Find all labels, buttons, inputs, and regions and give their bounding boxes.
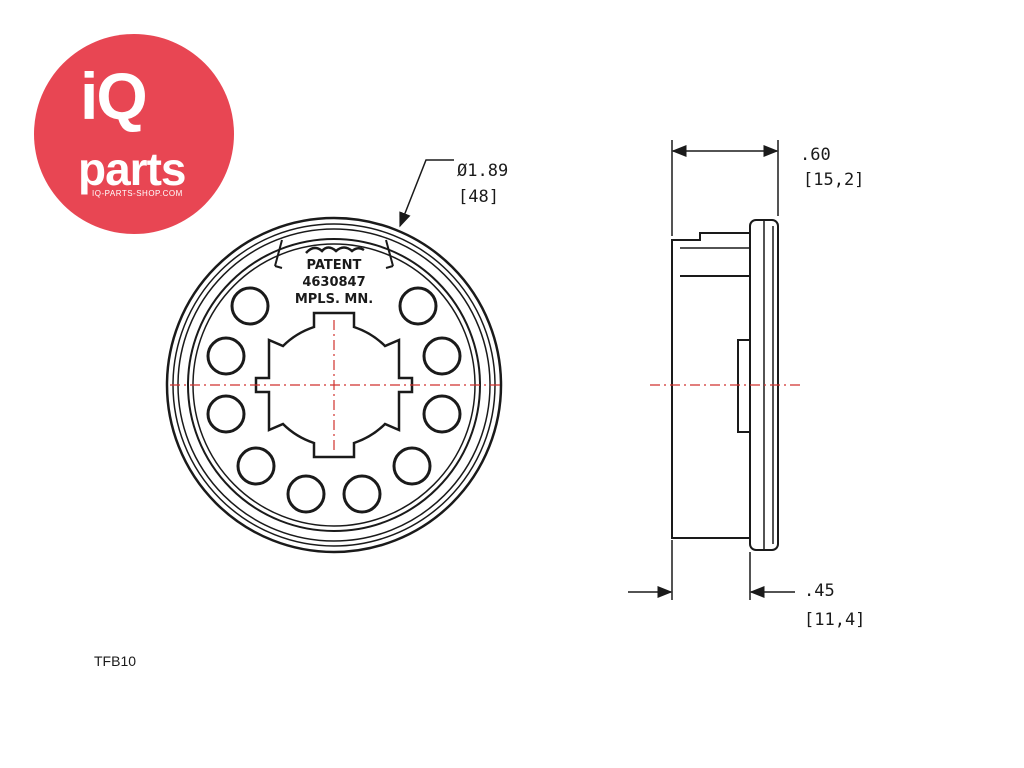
part-number: TFB10 [94, 653, 137, 669]
diameter-leader [399, 159, 454, 228]
hole [230, 286, 270, 326]
side-tab [737, 339, 751, 433]
marking-line3: MPLS. MN. [295, 292, 373, 307]
outer-ring [165, 216, 503, 554]
cpc-logo [305, 246, 365, 254]
hole [236, 446, 276, 486]
hole [422, 336, 462, 376]
hole [286, 474, 326, 514]
logo-brand-bottom: parts [78, 143, 186, 195]
front-centerlines [170, 320, 500, 450]
marking-line1: PATENT [307, 258, 362, 273]
hole [392, 446, 432, 486]
diameter-metric: [48] [458, 187, 499, 207]
diameter-imperial: Ø1.89 [457, 161, 508, 181]
dim-overall-width [671, 140, 779, 236]
inner-ring [187, 238, 481, 532]
tab-right [385, 239, 394, 269]
marking-line2: 4630847 [302, 275, 365, 290]
body-width-metric: [11,4] [804, 610, 865, 630]
brand-logo [34, 34, 234, 234]
logo-brand-top: iQ [80, 59, 148, 133]
hole [342, 474, 382, 514]
center-opening [254, 311, 414, 459]
hole [422, 394, 462, 434]
hole [206, 394, 246, 434]
overall-width-metric: [15,2] [803, 170, 864, 190]
logo-url: IQ-PARTS-SHOP.COM [92, 189, 183, 198]
body-width-imperial: .45 [804, 581, 835, 601]
hole [206, 336, 246, 376]
dim-body-width [628, 540, 795, 600]
hole [398, 286, 438, 326]
overall-width-imperial: .60 [800, 145, 831, 165]
tab-left [274, 239, 283, 269]
